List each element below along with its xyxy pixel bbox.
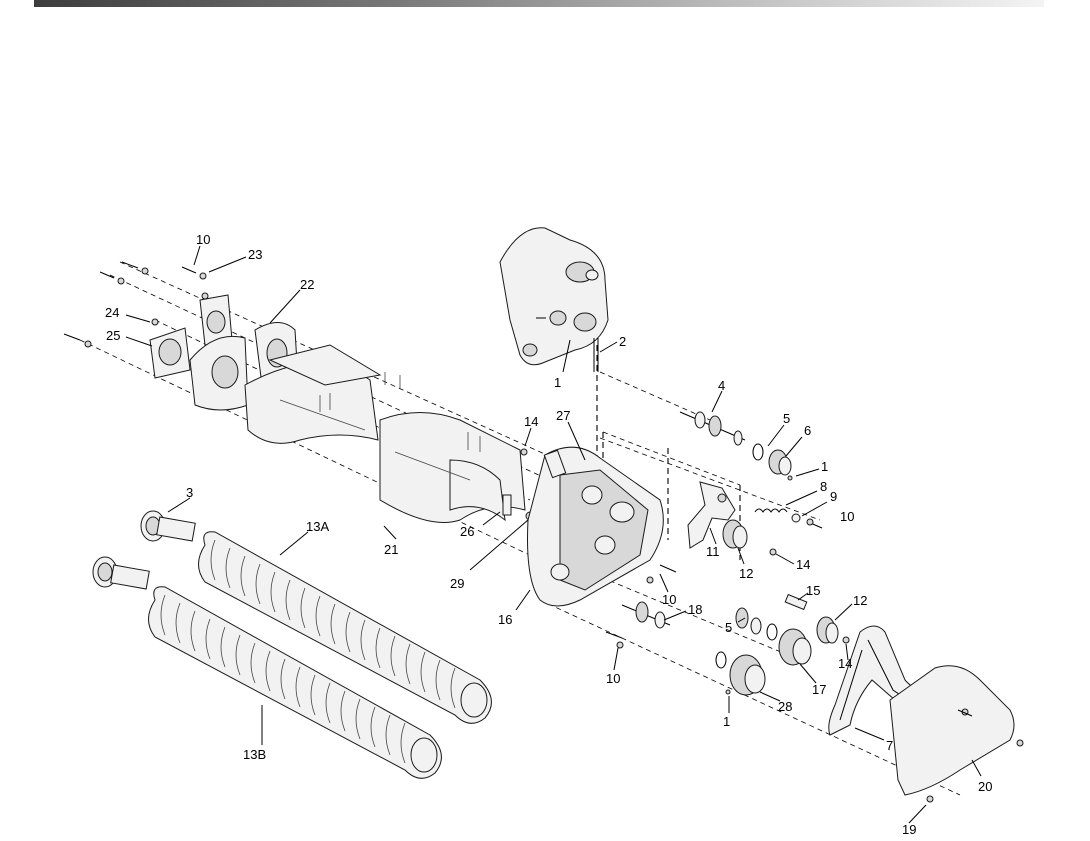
gear-17 bbox=[778, 628, 812, 666]
belt-guard-20 bbox=[889, 665, 1024, 796]
gear-housing-cover bbox=[499, 227, 609, 372]
gear-12-lower bbox=[816, 616, 839, 644]
callout-29: 29 bbox=[450, 576, 464, 591]
callout-27: 27 bbox=[556, 408, 570, 423]
pin-1-lower bbox=[725, 689, 731, 695]
shaft-assembly-5 bbox=[735, 607, 778, 641]
callout-13a: 13A bbox=[306, 519, 329, 534]
callout-21: 21 bbox=[384, 542, 398, 557]
tensioner-bracket-11 bbox=[687, 481, 736, 549]
callout-18: 18 bbox=[688, 602, 702, 617]
callout-10: 10 bbox=[606, 671, 620, 686]
callout-26: 26 bbox=[460, 524, 474, 539]
clip-14-lower bbox=[842, 636, 850, 644]
clip-14-mid bbox=[769, 548, 777, 556]
callout-10: 10 bbox=[196, 232, 210, 247]
callout-15: 15 bbox=[806, 583, 820, 598]
callout-labels: 10 23 22 24 25 1 2 4 5 6 1 8 9 10 27 14 … bbox=[105, 232, 992, 837]
bolt-10-lower bbox=[605, 631, 624, 649]
callout-1: 1 bbox=[723, 714, 730, 729]
gear-28 bbox=[729, 654, 766, 696]
main-gearbox-housing bbox=[527, 446, 664, 607]
shaft-15 bbox=[784, 593, 808, 611]
bolt-10-mid bbox=[646, 564, 677, 584]
washer-9 bbox=[791, 513, 801, 523]
callout-1: 1 bbox=[821, 459, 828, 474]
roller-26 bbox=[502, 494, 512, 516]
rotor-housing-21 bbox=[244, 344, 526, 523]
screw-19 bbox=[926, 795, 934, 803]
callout-13b: 13B bbox=[243, 747, 266, 762]
callout-5: 5 bbox=[725, 620, 732, 635]
pin-1-right bbox=[787, 475, 793, 481]
snap-ring-lower bbox=[715, 651, 727, 669]
callout-12: 12 bbox=[853, 593, 867, 608]
rotor-13a bbox=[198, 531, 492, 724]
shaft-end-3-upper bbox=[140, 510, 196, 542]
gear-6 bbox=[768, 449, 792, 476]
callout-11: 11 bbox=[706, 544, 720, 559]
shaft-4 bbox=[679, 411, 746, 446]
callout-22: 22 bbox=[300, 277, 314, 292]
end-plate-25 bbox=[149, 327, 191, 379]
callout-1: 1 bbox=[554, 375, 561, 390]
spring-8 bbox=[754, 508, 788, 513]
callout-23: 23 bbox=[248, 247, 262, 262]
header-gradient-bar bbox=[34, 0, 1044, 7]
callout-8: 8 bbox=[820, 479, 827, 494]
callout-20: 20 bbox=[978, 779, 992, 794]
callout-24: 24 bbox=[105, 305, 119, 320]
callout-14: 14 bbox=[796, 557, 810, 572]
callout-17: 17 bbox=[812, 682, 826, 697]
callout-7: 7 bbox=[886, 738, 893, 753]
shaft-end-3-lower bbox=[92, 556, 150, 590]
callout-3: 3 bbox=[186, 485, 193, 500]
callout-25: 25 bbox=[106, 328, 120, 343]
callout-10: 10 bbox=[662, 592, 676, 607]
callout-16: 16 bbox=[498, 612, 512, 627]
callout-19: 19 bbox=[902, 822, 916, 837]
callout-28: 28 bbox=[778, 699, 792, 714]
callout-5: 5 bbox=[783, 411, 790, 426]
callout-12: 12 bbox=[739, 566, 753, 581]
shaft-18 bbox=[621, 601, 671, 629]
callout-14: 14 bbox=[524, 414, 538, 429]
snap-ring-5-upper bbox=[752, 443, 764, 461]
callout-9: 9 bbox=[830, 489, 837, 504]
gear-12-upper bbox=[722, 519, 748, 549]
bolts-top-left bbox=[63, 261, 209, 348]
callout-10: 10 bbox=[840, 509, 854, 524]
leader-lines bbox=[125, 245, 982, 824]
bolt-10-right bbox=[806, 518, 823, 529]
callout-2: 2 bbox=[619, 334, 626, 349]
callout-4: 4 bbox=[718, 378, 725, 393]
callout-6: 6 bbox=[804, 423, 811, 438]
rotor-13b bbox=[148, 586, 442, 779]
clip-14-left bbox=[520, 448, 528, 456]
callout-14: 14 bbox=[838, 656, 852, 671]
